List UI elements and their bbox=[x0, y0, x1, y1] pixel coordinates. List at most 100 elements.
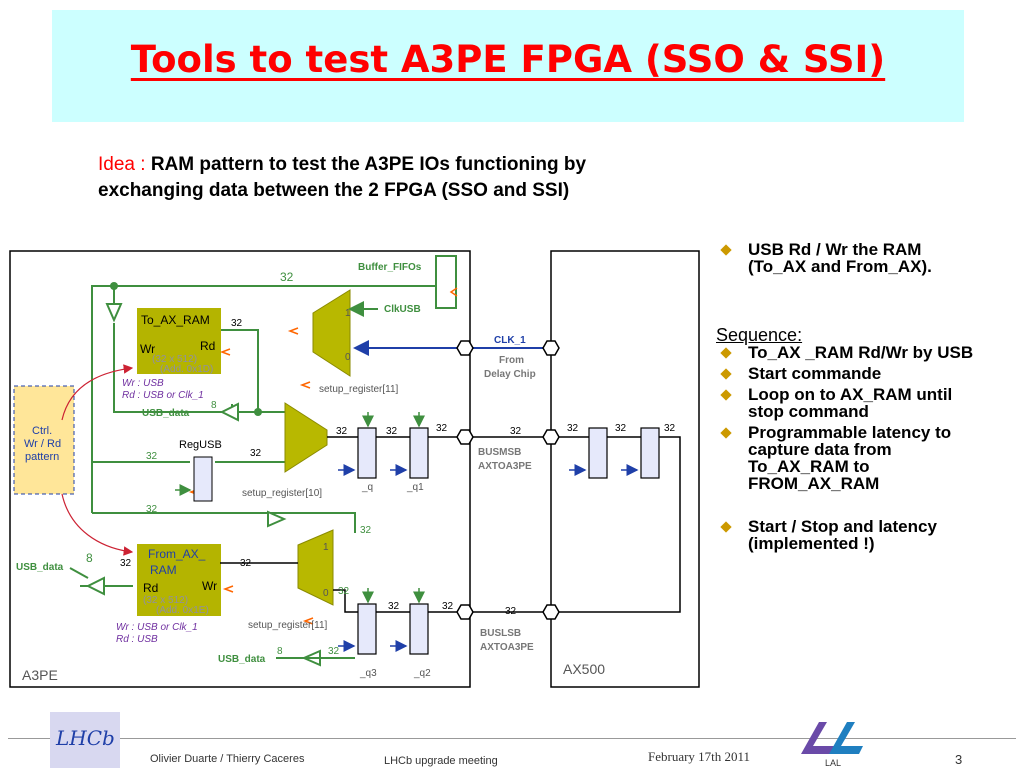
to-ax-ram-addr: (Add. 0x1D) bbox=[160, 364, 213, 375]
lal-logo: LAL bbox=[801, 722, 863, 768]
bus-width-labels: 32 32 8 32 32 32 32 8 32 32 32 32 32 32 … bbox=[86, 270, 676, 657]
data-path-wires bbox=[220, 436, 681, 613]
mux-bottom-input-0: 0 bbox=[323, 588, 329, 599]
setup-register-10: setup_register[10] bbox=[242, 488, 322, 499]
bullet-5-line-3: To_AX_RAM to bbox=[748, 457, 870, 476]
usb-data-label-top: USB_data bbox=[142, 408, 190, 419]
mux-middle bbox=[284, 402, 328, 473]
bullet-4-line-2: stop command bbox=[748, 402, 869, 421]
width-32-d: 32 bbox=[250, 448, 262, 459]
junction-dot-1 bbox=[110, 282, 118, 290]
to-ax-ram-rd: Rd bbox=[200, 339, 215, 353]
usb-data-label-left: USB_data bbox=[16, 562, 64, 573]
width-32-k: 32 bbox=[386, 426, 398, 437]
io-pads bbox=[456, 340, 560, 620]
regusb-register bbox=[193, 456, 213, 502]
register-clock-arrows bbox=[338, 464, 639, 652]
footer-authors: Olivier Duarte / Thierry Caceres bbox=[150, 753, 305, 765]
sequence-title: Sequence: bbox=[716, 325, 803, 345]
bullet-5-line-4: FROM_AX_RAM bbox=[748, 474, 880, 493]
bullet-1: USB Rd / Wr the RAM (To_AX and From_AX). bbox=[716, 241, 1021, 275]
bullet-1-line-2: (To_AX and From_AX). bbox=[748, 257, 932, 276]
width-32-g: 32 bbox=[120, 558, 132, 569]
title-banner bbox=[52, 10, 964, 122]
footer-divider bbox=[8, 738, 1016, 739]
width-32-b: 32 bbox=[231, 318, 243, 329]
lhcb-logo-text: LHCb bbox=[56, 726, 115, 750]
busmsb-label-1: BUSMSB bbox=[478, 447, 521, 458]
usb-data-label-bottom: USB_data bbox=[218, 654, 266, 665]
ctrl-label-3: pattern bbox=[25, 451, 59, 463]
idea-line-2: exchanging data between the 2 FPGA (SSO … bbox=[98, 180, 570, 201]
bullet-6-line-2: (implemented !) bbox=[748, 534, 875, 553]
ctrl-arrow-to-ram bbox=[61, 364, 134, 421]
reg-q3-label: _q3 bbox=[359, 668, 377, 679]
bullet-6: Start / Stop and latency (implemented !) bbox=[716, 518, 1021, 552]
width-32-s: 32 bbox=[505, 606, 517, 617]
to-ax-ram-block bbox=[137, 308, 221, 374]
ax500-fpga-box bbox=[550, 250, 700, 688]
bullet-3-text: Start commande bbox=[748, 364, 882, 383]
bullet-4: Loop on to AX_RAM until stop command bbox=[716, 386, 1021, 420]
regusb-label: RegUSB bbox=[179, 439, 222, 451]
mux-bottom bbox=[297, 529, 334, 606]
width-32-j: 32 bbox=[336, 426, 348, 437]
a3pe-label: A3PE bbox=[22, 667, 58, 683]
bullet-3: Start commande bbox=[716, 365, 1021, 382]
mux-top-input-0: 0 bbox=[345, 352, 351, 363]
clk1-label: CLK_1 bbox=[494, 335, 526, 346]
width-32-n: 32 bbox=[567, 423, 579, 434]
bullet-5: Programmable latency to capture data fro… bbox=[716, 424, 1021, 492]
bullet-1-line-1: USB Rd / Wr the RAM bbox=[748, 240, 922, 259]
green-wires bbox=[80, 285, 436, 587]
bullet-list: USB Rd / Wr the RAM (To_AX and From_AX).… bbox=[716, 241, 1021, 552]
width-32-i: 32 bbox=[338, 586, 350, 597]
idea-text: Idea : RAM pattern to test the A3PE IOs … bbox=[98, 152, 718, 204]
from-ax-ram-block bbox=[137, 544, 221, 616]
buffer-triangle-3 bbox=[267, 510, 287, 528]
width-32-f: 32 bbox=[360, 525, 372, 536]
bullet-2-text: To_AX _RAM Rd/Wr by USB bbox=[748, 343, 974, 362]
buslsb-label-2: AXTOA3PE bbox=[480, 642, 534, 653]
to-ax-ram-size: (32 x 512) bbox=[152, 354, 197, 365]
reg-q-label: _q bbox=[361, 482, 373, 493]
ctrl-label-2: Wr / Rd bbox=[24, 438, 61, 450]
buffer-fifo-block bbox=[435, 255, 457, 309]
from-ax-ram-size: (32 x 512) bbox=[143, 595, 188, 606]
buffer-fifos-label: Buffer_FIFOs bbox=[358, 262, 422, 273]
from-ax-ram-rd: Rd bbox=[143, 581, 158, 595]
width-32-a: 32 bbox=[280, 270, 294, 284]
to-ax-ram-label: To_AX_RAM bbox=[141, 313, 210, 327]
register-green-arrows bbox=[175, 412, 425, 604]
page-number: 3 bbox=[955, 752, 963, 767]
width-32-l: 32 bbox=[436, 423, 448, 434]
width-32-q: 32 bbox=[388, 601, 400, 612]
width-32-m: 32 bbox=[510, 426, 522, 437]
to-ax-wr-note: Wr : USB bbox=[122, 378, 164, 389]
busmsb-label-2: AXTOA3PE bbox=[478, 461, 532, 472]
from-ax-ram-wr: Wr bbox=[202, 579, 217, 593]
mux-bottom-input-1: 1 bbox=[323, 542, 329, 553]
bullet-4-line-1: Loop on to AX_RAM until bbox=[748, 385, 953, 404]
from-ax-ram-label-1: From_AX_ bbox=[148, 547, 206, 561]
idea-line-1: RAM pattern to test the A3PE IOs functio… bbox=[150, 154, 587, 175]
ax500-label: AX500 bbox=[563, 661, 605, 677]
reg-q2-label: _q2 bbox=[413, 668, 431, 679]
footer-meeting: LHCb upgrade meeting bbox=[384, 755, 498, 767]
from-ax-ram-label-2: RAM bbox=[150, 563, 177, 577]
width-8-c: 8 bbox=[277, 646, 283, 657]
from-ax-rd-note: Rd : USB bbox=[116, 634, 158, 645]
buffer-triangle-1 bbox=[105, 303, 123, 323]
bullet-6-line-1: Start / Stop and latency bbox=[748, 517, 937, 536]
width-32-c: 32 bbox=[146, 451, 158, 462]
bullet-5-line-2: capture data from bbox=[748, 440, 892, 459]
width-32-e: 32 bbox=[146, 504, 158, 515]
bullet-2: To_AX _RAM Rd/Wr by USB bbox=[716, 344, 1021, 361]
ctrl-pattern-box bbox=[13, 385, 75, 495]
width-32-h: 32 bbox=[240, 558, 252, 569]
lal-logo-text: LAL bbox=[825, 758, 841, 768]
ctrl-label-1: Ctrl. bbox=[32, 425, 52, 437]
to-ax-rd-note: Rd : USB or Clk_1 bbox=[122, 390, 204, 401]
lhcb-logo: LHCb bbox=[50, 712, 120, 768]
